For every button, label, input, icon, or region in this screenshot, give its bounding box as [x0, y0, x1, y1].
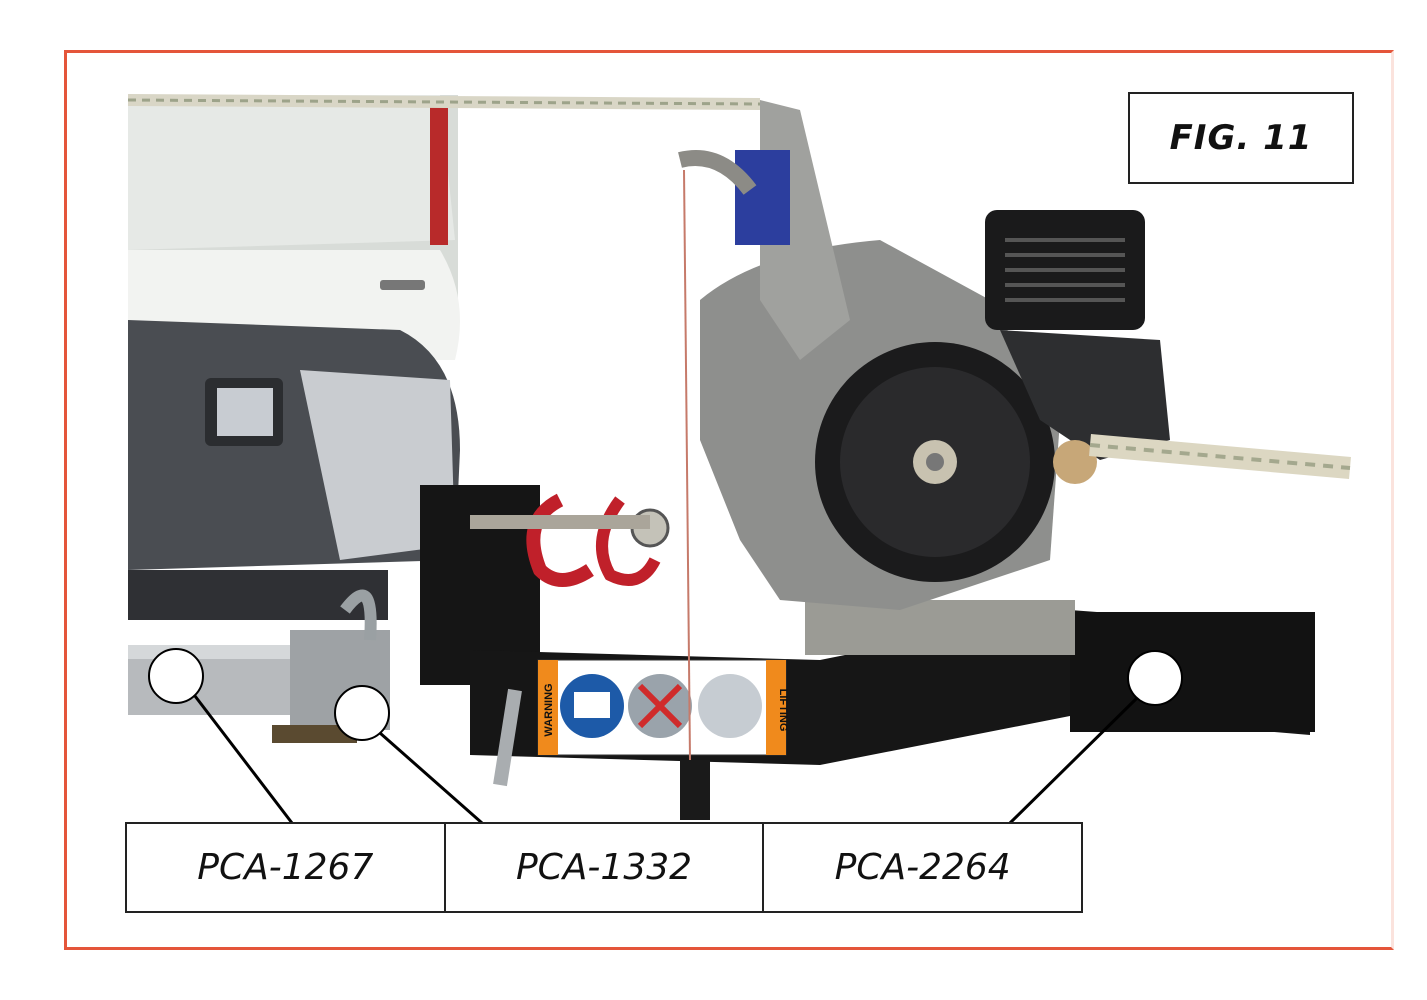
part-number-cell: PCA-1332 — [446, 824, 765, 911]
red-hook — [470, 493, 670, 587]
decal-warning-text: WARNING — [543, 683, 555, 736]
leader-line-2 — [379, 731, 483, 825]
callout-marker-2 — [334, 685, 390, 741]
truck-rear — [128, 95, 460, 620]
part-number-table: PCA-1267 PCA-1332 PCA-2264 — [125, 822, 1083, 913]
callout-marker-1 — [148, 648, 204, 704]
leader-line-1 — [193, 695, 294, 824]
figure-frame — [64, 50, 1394, 950]
decal-lifting-text: LIFTING — [777, 689, 789, 732]
callout-marker-3 — [1127, 650, 1183, 706]
winch-body — [678, 100, 1060, 610]
part-number-cell: PCA-1267 — [127, 824, 446, 911]
part-number-cell: PCA-2264 — [834, 847, 1011, 888]
engine — [985, 210, 1170, 484]
figure-label: FIG. 11 — [1128, 92, 1354, 184]
receiver-bar — [128, 589, 390, 743]
callout-markers — [148, 648, 1183, 825]
warning-decal — [537, 659, 787, 756]
leader-line-3 — [1008, 696, 1139, 825]
